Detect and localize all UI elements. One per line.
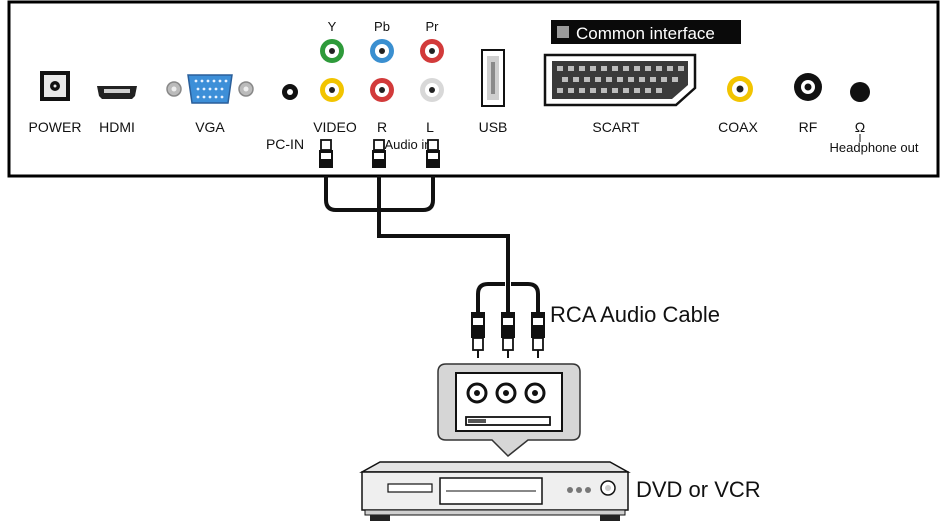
- coax-label: COAX: [718, 119, 758, 135]
- y-jack: [320, 39, 344, 63]
- cable-wire-right-branch: [511, 282, 540, 312]
- rf-label: RF: [799, 119, 818, 135]
- panel-frame: [7, 0, 940, 178]
- hdmi-port: [97, 86, 137, 99]
- device-jacks-callout: [437, 363, 581, 458]
- rca-plug-middle: [501, 312, 515, 358]
- common-interface-slot: Common interface: [551, 20, 741, 44]
- rca-plug-right: [531, 312, 545, 358]
- callout-slot: [465, 416, 551, 426]
- power-label: POWER: [29, 119, 82, 135]
- callout-rca-jack-3: [524, 382, 546, 404]
- common-interface-marker: [557, 26, 569, 38]
- pr-label: Pr: [426, 19, 440, 34]
- device-label: DVD or VCR: [636, 477, 761, 502]
- cable-wire-pc-in: [324, 176, 378, 212]
- headphone-jack: [850, 82, 870, 102]
- player-foot-left: [370, 515, 390, 521]
- usb-port: [481, 49, 505, 107]
- hdmi-label: HDMI: [99, 119, 135, 135]
- player-display: [387, 483, 433, 493]
- dvd-vcr-player: [359, 461, 631, 521]
- player-base: [364, 509, 626, 516]
- callout-rca-jack-2: [495, 382, 517, 404]
- y-label: Y: [328, 19, 337, 34]
- pr-jack: [420, 39, 444, 63]
- r-label: R: [377, 119, 387, 135]
- rca-audio-cable: [324, 176, 540, 312]
- vga-label: VGA: [195, 119, 225, 135]
- rca-cable-label: RCA Audio Cable: [550, 302, 720, 327]
- player-foot-right: [600, 515, 620, 521]
- common-interface-bar: [551, 20, 741, 44]
- common-interface-label: Common interface: [576, 24, 715, 43]
- plug-pc-in: [319, 139, 333, 168]
- pc-in-jack: [282, 84, 298, 100]
- pb-jack: [370, 39, 394, 63]
- power-jack: [40, 71, 70, 101]
- audio-in-label: Audio in: [385, 137, 432, 152]
- l-label: L: [426, 119, 434, 135]
- player-button-1: [567, 487, 573, 493]
- coax-jack: [727, 76, 753, 102]
- pb-label: Pb: [374, 19, 390, 34]
- callout-rca-jack-1: [466, 382, 488, 404]
- cable-wire-r: [377, 176, 510, 288]
- player-button-3: [585, 487, 591, 493]
- video-label: VIDEO: [313, 119, 357, 135]
- scart-port: [543, 53, 697, 107]
- audio-r-jack: [370, 78, 394, 102]
- plug-l: [426, 139, 440, 168]
- rf-jack: [794, 73, 822, 101]
- headphone-icon: Ω: [855, 119, 865, 135]
- audio-l-jack: [420, 78, 444, 102]
- player-button-2: [576, 487, 582, 493]
- cable-wire-left-branch: [476, 282, 505, 312]
- pc-in-label: PC-IN: [266, 136, 304, 152]
- tv-back-panel: Common interface POWER HDMI: [7, 0, 940, 178]
- player-top: [359, 461, 631, 473]
- scart-label: SCART: [592, 119, 640, 135]
- usb-label: USB: [479, 119, 508, 135]
- headphone-out-label: Headphone out: [830, 140, 919, 155]
- vga-port: [166, 74, 254, 104]
- cable-wire-l: [380, 176, 435, 212]
- video-jack: [320, 78, 344, 102]
- rca-plug-left: [471, 312, 485, 358]
- plug-r: [372, 139, 386, 168]
